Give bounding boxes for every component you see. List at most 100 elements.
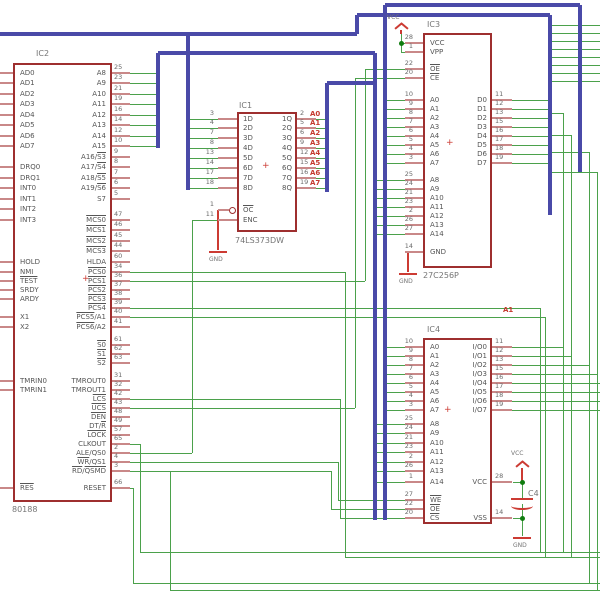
ic2-pin-14[interactable]	[112, 124, 130, 126]
net-wire[interactable]	[140, 551, 600, 553]
ic4-pin-27[interactable]	[405, 499, 423, 501]
net-wire[interactable]	[512, 355, 571, 357]
net-wire[interactable]	[387, 382, 405, 384]
net-wire[interactable]	[340, 517, 405, 519]
ic4-pin-19[interactable]	[492, 409, 512, 411]
ic2-pin-60[interactable]	[112, 261, 130, 263]
net-wire[interactable]	[570, 135, 572, 557]
ic2-pin-21[interactable]	[112, 93, 130, 95]
ic1-pin-14[interactable]	[218, 167, 237, 169]
net-wire[interactable]	[512, 162, 550, 164]
ic2-pin-57[interactable]	[112, 434, 130, 436]
ic2-pin-31[interactable]	[112, 380, 130, 382]
ic4-pin-13[interactable]	[492, 364, 512, 366]
net-wire[interactable]	[130, 470, 331, 472]
net-wire[interactable]	[130, 82, 158, 84]
ic2-pin-3[interactable]	[112, 470, 130, 472]
ic3-pin-26[interactable]	[405, 224, 423, 226]
capacitor-curved-plate-icon[interactable]	[511, 502, 533, 510]
ic1-pin-18[interactable]	[218, 187, 237, 189]
ic2-pin-INT1[interactable]	[0, 198, 13, 200]
net-wire[interactable]	[387, 346, 405, 348]
ic2-pin-DRQ1[interactable]	[0, 177, 13, 179]
ic3-pin-21[interactable]	[405, 197, 423, 199]
net-wire[interactable]	[190, 147, 218, 149]
ic2-pin-AD0[interactable]	[0, 72, 13, 74]
ic2-pin-34[interactable]	[112, 271, 130, 273]
symbol-wire[interactable]	[217, 210, 219, 250]
ic3-pin-17[interactable]	[492, 144, 512, 146]
net-wire[interactable]	[550, 151, 589, 153]
ic2-pin-49[interactable]	[112, 425, 130, 427]
ic2-pin-TMRIN0[interactable]	[0, 380, 13, 382]
ic4-pin-25[interactable]	[405, 423, 423, 425]
net-label-a2[interactable]: A2	[310, 129, 321, 137]
net-wire[interactable]	[596, 172, 598, 590]
ic2-pin-INT0[interactable]	[0, 187, 13, 189]
ic1-pin-1[interactable]	[218, 209, 229, 211]
net-wire[interactable]	[512, 373, 597, 375]
ic2-pin-42[interactable]	[112, 398, 130, 400]
ic3-pin-6[interactable]	[405, 135, 423, 137]
ic4-pin-5[interactable]	[405, 391, 423, 393]
ic2-pin-9[interactable]	[112, 156, 130, 158]
net-wire[interactable]	[190, 167, 218, 169]
net-wire[interactable]	[377, 442, 405, 444]
net-wire[interactable]	[550, 64, 600, 66]
ic2-pin-7[interactable]	[112, 177, 130, 179]
net-wire[interactable]	[355, 77, 405, 79]
net-wire[interactable]	[550, 80, 600, 82]
ic3-pin-28[interactable]	[405, 42, 423, 44]
ic2-pin-12[interactable]	[112, 135, 130, 137]
ic2-pin-10[interactable]	[112, 145, 130, 147]
net-wire[interactable]	[130, 307, 540, 309]
net-wire[interactable]	[387, 400, 405, 402]
net-label-a0[interactable]: A0	[310, 110, 321, 118]
net-wire[interactable]	[387, 373, 405, 375]
ic2-pin-36[interactable]	[112, 280, 130, 282]
ic1-pin-19[interactable]	[297, 187, 316, 189]
net-wire[interactable]	[513, 517, 522, 519]
net-wire[interactable]	[331, 508, 405, 510]
net-wire[interactable]	[316, 147, 327, 149]
net-wire[interactable]	[132, 488, 134, 583]
ic4-pin-8[interactable]	[405, 364, 423, 366]
ic2-pin-AD2[interactable]	[0, 93, 13, 95]
net-wire[interactable]	[512, 391, 600, 393]
ic2-pin-65[interactable]	[112, 443, 130, 445]
net-wire[interactable]	[316, 157, 327, 159]
ic2-pin-HOLD[interactable]	[0, 261, 13, 263]
net-wire[interactable]	[377, 206, 405, 208]
bus-segment[interactable]	[156, 53, 160, 148]
net-wire[interactable]	[364, 69, 366, 281]
gnd-symbol-icon[interactable]	[399, 273, 417, 275]
ic2-pin-6[interactable]	[112, 187, 130, 189]
ic3-pin-3[interactable]	[405, 162, 423, 164]
ic2-pin-63[interactable]	[112, 362, 130, 364]
net-wire[interactable]	[387, 126, 405, 128]
ic3-symbol-box[interactable]	[423, 33, 492, 268]
ic2-pin-16[interactable]	[112, 114, 130, 116]
net-wire[interactable]	[377, 481, 405, 483]
ic4-pin-6[interactable]	[405, 382, 423, 384]
ic1-pin-12[interactable]	[297, 157, 316, 159]
ic1-pin-5[interactable]	[297, 127, 316, 129]
ic4-pin-22[interactable]	[405, 508, 423, 510]
net-wire[interactable]	[550, 56, 600, 58]
ic4-pin-14[interactable]	[492, 517, 512, 519]
net-wire[interactable]	[512, 382, 600, 384]
net-wire[interactable]	[539, 308, 541, 552]
net-wire[interactable]	[377, 233, 405, 235]
net-wire[interactable]	[130, 407, 355, 409]
net-wire[interactable]	[130, 452, 192, 454]
ic1-pin-6[interactable]	[297, 137, 316, 139]
ic3-pin-15[interactable]	[492, 126, 512, 128]
ic3-pin-23[interactable]	[405, 206, 423, 208]
symbol-wire[interactable]	[400, 30, 402, 34]
ic2-pin-23[interactable]	[112, 82, 130, 84]
net-wire[interactable]	[512, 409, 600, 411]
ic1-pin-3[interactable]	[218, 118, 237, 120]
net-wire[interactable]	[512, 135, 550, 137]
net-wire[interactable]	[316, 118, 327, 120]
net-wire[interactable]	[588, 152, 590, 583]
